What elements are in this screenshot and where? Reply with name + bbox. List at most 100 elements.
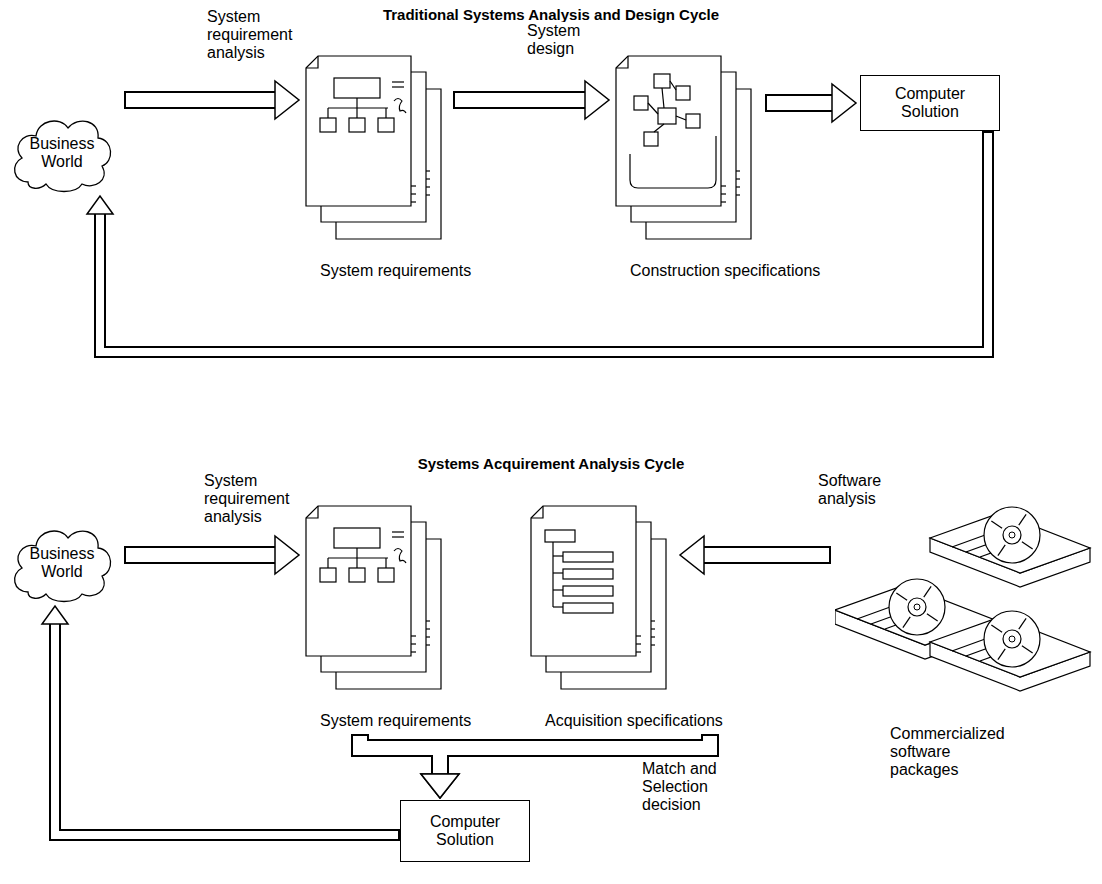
sketch-line [998, 545, 1005, 556]
sketch-box [349, 568, 365, 582]
sketch-line [927, 614, 938, 621]
sketch-box [676, 86, 690, 100]
arrow-outline [765, 94, 832, 112]
package-node: Commercialized software packages [835, 485, 1097, 779]
sketch-line [327, 108, 328, 118]
document-icon [305, 505, 445, 690]
block-arrow [453, 100, 585, 101]
arrow-label: System requirement analysis [204, 472, 304, 526]
sketch-line [630, 136, 716, 188]
document-node: Acquisition specifications [530, 505, 670, 730]
node-text: Business World [29, 135, 95, 171]
cloud-outline [15, 121, 111, 191]
sketch-line [356, 558, 357, 568]
software-packages [835, 507, 1090, 691]
page-fold [306, 56, 318, 68]
sketch-box [545, 530, 575, 542]
disc-ring [908, 598, 926, 616]
sketch-line [896, 593, 907, 600]
sketch-line [1022, 646, 1033, 653]
node-text: Computer Solution [420, 813, 510, 849]
arrow-label: Match and Selection decision [642, 760, 762, 814]
sketch-box [654, 74, 670, 88]
page-outline [531, 506, 636, 656]
block-arrow [124, 555, 275, 556]
arrow-fill [126, 93, 275, 107]
page-outline [306, 506, 411, 656]
page-fold [616, 56, 628, 68]
sketch-line [991, 625, 1002, 632]
block-arrow [100, 131, 988, 352]
page-outline [306, 56, 411, 206]
sketch-box [563, 586, 613, 596]
sketch-line [670, 81, 676, 90]
document-caption: System requirements [320, 262, 445, 280]
arrowhead [275, 536, 299, 574]
package-illustration [835, 485, 1097, 695]
arrowhead [421, 774, 459, 798]
arrow-outline [704, 546, 831, 564]
sketch-line [394, 99, 406, 114]
sketch-box [644, 132, 658, 146]
sketch-box [320, 118, 336, 132]
arrow-outline [124, 91, 275, 109]
document-caption: Acquisition specifications [545, 712, 670, 730]
sketch-box [634, 96, 648, 110]
document-stack [531, 506, 666, 689]
sketch-line [662, 88, 664, 108]
cloud-node: Business World [8, 112, 116, 194]
sketch-line [356, 548, 357, 558]
sketch-line [328, 557, 388, 558]
sketch-box [686, 114, 700, 128]
section-title: Systems Acquirement Analysis Cycle [0, 455, 1102, 472]
sketch-line [392, 531, 404, 532]
sketch-line [328, 107, 388, 108]
sketch-line [392, 86, 404, 87]
block-arrow [360, 734, 440, 774]
disc-hole [1009, 636, 1015, 642]
sketch-line [991, 521, 1002, 528]
sketch-line [1019, 514, 1026, 525]
sketch-box [378, 118, 394, 132]
sketch-box [563, 569, 613, 579]
sketch-line [385, 108, 386, 118]
arrow-label: System requirement analysis [207, 8, 307, 62]
sketch-line [392, 536, 404, 537]
document-caption: Construction specifications [630, 262, 755, 280]
sketch-box [334, 528, 380, 548]
sketch-line [552, 542, 553, 607]
sketch-box [378, 568, 394, 582]
sketch-line [553, 589, 563, 590]
document-icon [615, 55, 755, 240]
page-fold [531, 506, 543, 518]
disc-ring [1003, 526, 1021, 544]
document-stack [616, 56, 751, 239]
sketch-line [676, 116, 686, 120]
sketch-line [356, 108, 357, 118]
node-text: Computer Solution [885, 85, 975, 121]
disc [889, 579, 945, 635]
sketch-box [334, 78, 380, 98]
arrow-fill [100, 133, 988, 352]
arrowhead [87, 196, 113, 214]
arrow-label: System design [527, 22, 597, 58]
sketch-line [654, 124, 664, 132]
cloud-node: Business World [8, 522, 116, 604]
arrowhead [275, 81, 299, 119]
sketch-box [563, 552, 613, 562]
arrow-outline [100, 131, 988, 352]
sketch-line [998, 649, 1005, 660]
sketch-line [903, 617, 910, 628]
page-outline [616, 56, 721, 206]
process-box: Computer Solution [860, 75, 1000, 131]
document-stack [306, 506, 441, 689]
sketch-line [924, 586, 931, 597]
document-node: Construction specifications [615, 55, 755, 280]
sketch-box [563, 603, 613, 613]
sketch-line [553, 555, 563, 556]
illustration-caption: Commercialized software packages [890, 725, 1010, 779]
sketch-line [1019, 618, 1026, 629]
block-arrow [765, 103, 832, 104]
arrowhead [421, 774, 459, 798]
